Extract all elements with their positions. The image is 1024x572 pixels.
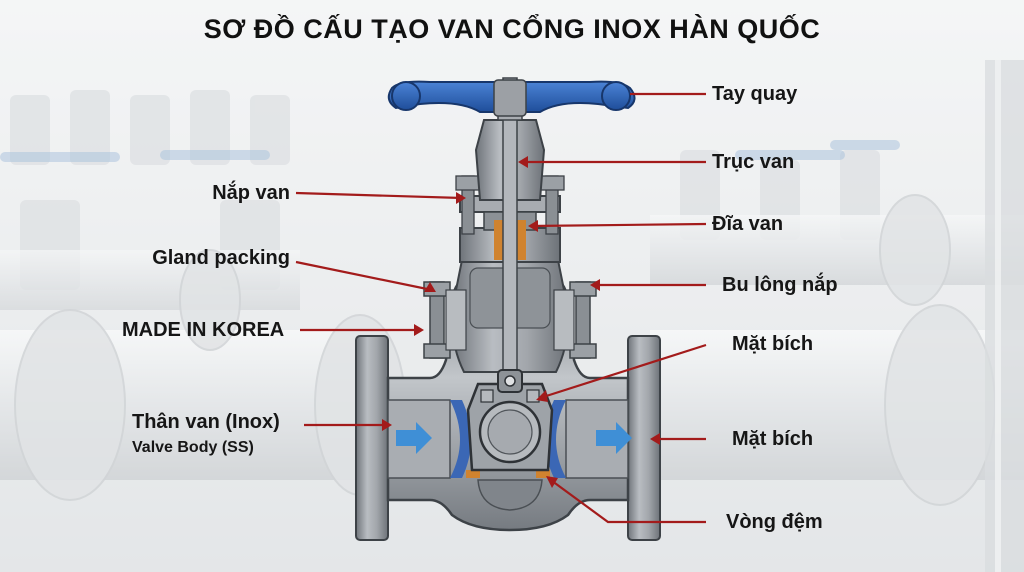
- page-title: SƠ ĐỒ CẤU TẠO VAN CỔNG INOX HÀN QUỐC: [203, 14, 821, 44]
- label-handwheel: Tay quay: [712, 83, 798, 105]
- gate-disc: [466, 369, 554, 472]
- label-bonnet: Nắp van: [212, 182, 290, 204]
- flow-arrow-icon: [596, 422, 632, 454]
- label-flange-right: Mặt bích: [732, 428, 814, 450]
- label-body-en: Valve Body (SS): [132, 439, 254, 456]
- leader-arrowheads: [382, 156, 660, 488]
- flow-arrow-icon: [396, 422, 432, 454]
- leader-lines: [295, 92, 707, 524]
- left-flange: [355, 335, 389, 541]
- label-made-in: MADE IN KOREA: [122, 319, 285, 341]
- side-bolts: [423, 281, 597, 359]
- label-stem: Trục van: [712, 151, 795, 173]
- label-flange-top: Mặt bích: [732, 333, 814, 355]
- label-gasket: Vòng đệm: [726, 511, 823, 533]
- label-body-vi: Thân van (Inox): [132, 411, 280, 433]
- handwheel: [387, 79, 636, 117]
- label-gland-packing: Gland packing: [152, 247, 290, 269]
- label-disc: Đĩa van: [712, 213, 784, 235]
- label-bonnet-bolts: Bu lông nắp: [722, 274, 838, 296]
